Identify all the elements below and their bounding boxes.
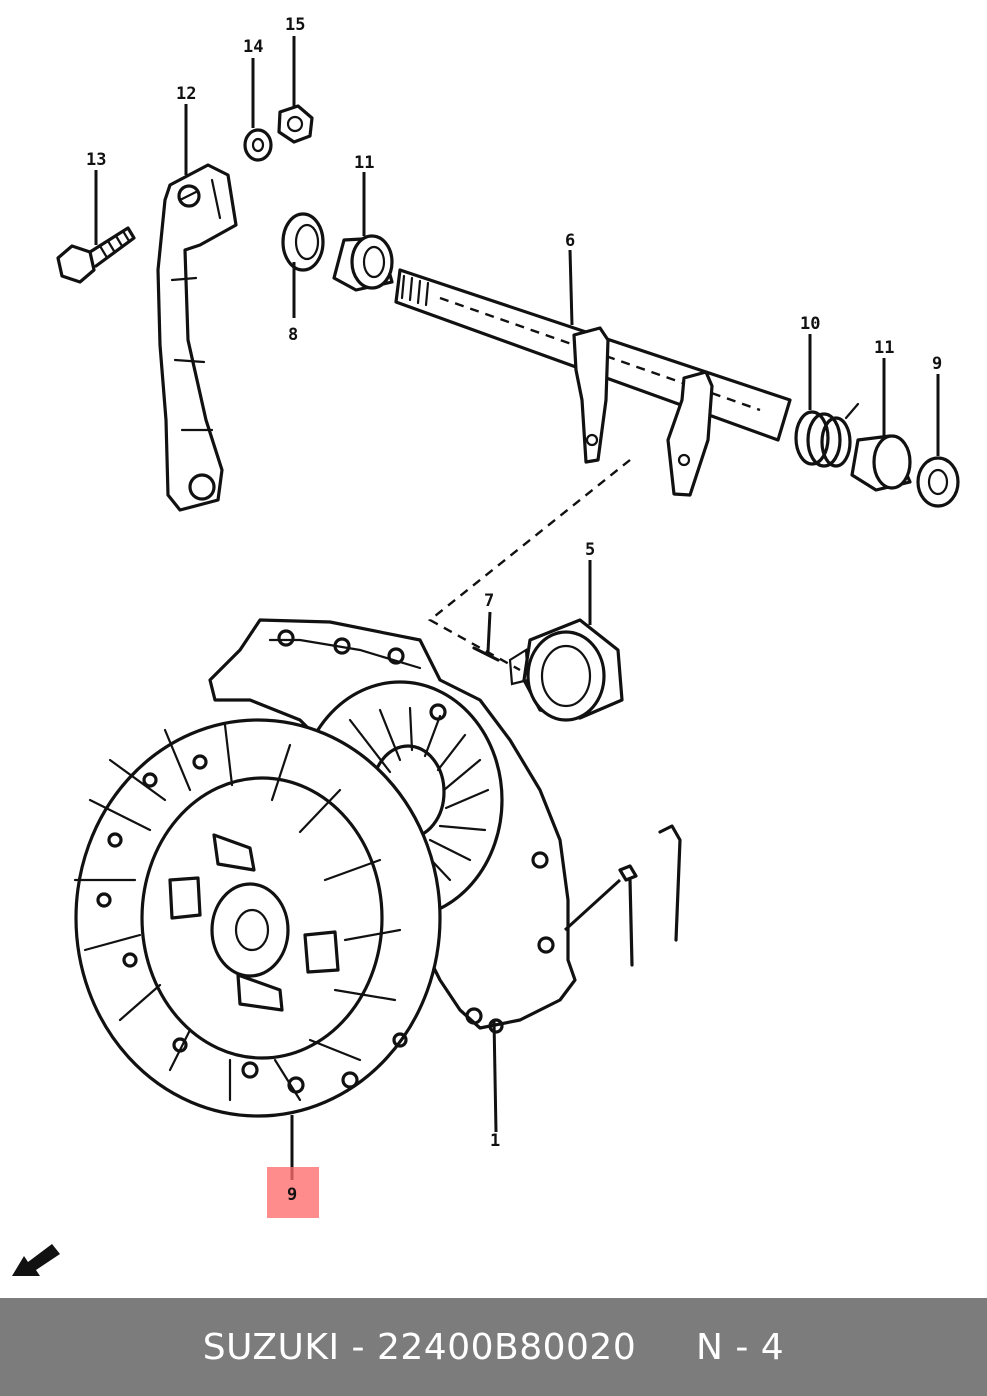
highlighted-callout: 9 — [287, 1185, 297, 1205]
callout-12: 12 — [176, 84, 196, 104]
caption-separator: - — [339, 1326, 377, 1368]
circlip — [916, 456, 960, 508]
washer — [243, 128, 273, 162]
callout-11-upper: 11 — [354, 153, 374, 173]
callout-1: 1 — [490, 1131, 500, 1151]
clip — [472, 646, 500, 662]
callout-13: 13 — [86, 150, 106, 170]
callout-14: 14 — [243, 37, 263, 57]
callout-10: 10 — [800, 314, 820, 334]
callout-9-upper: 9 — [932, 354, 942, 374]
highlighted-part-marker — [267, 1167, 319, 1218]
cover-bolt — [618, 824, 682, 967]
clutch-disc — [73, 718, 442, 1118]
callout-6: 6 — [565, 231, 575, 251]
nut — [277, 104, 314, 144]
callout-7: 7 — [484, 591, 494, 611]
part-caption-bar: SUZUKI - 22400B80020 N - 4 — [0, 1298, 987, 1396]
bushing-upper — [332, 234, 394, 292]
diagram-position: N - 4 — [695, 1326, 785, 1368]
front-arrow-icon — [12, 1244, 60, 1276]
callout-8: 8 — [288, 325, 298, 345]
callout-9-highlighted: 9 — [287, 1185, 297, 1205]
bushing-right — [850, 434, 912, 492]
clutch-exploded-diagram: 15 14 12 13 11 6 8 10 11 9 5 7 1 — [12, 15, 960, 1276]
callout-11-right: 11 — [874, 338, 894, 358]
return-spring — [794, 402, 860, 468]
release-lever — [156, 163, 238, 512]
callout-5: 5 — [585, 540, 595, 560]
brand-name: SUZUKI — [202, 1326, 340, 1368]
bolt — [56, 226, 136, 284]
oil-seal — [281, 212, 325, 272]
part-caption: SUZUKI - 22400B80020 N - 4 — [203, 1327, 784, 1368]
release-shaft — [394, 268, 792, 497]
part-number: 22400B80020 — [377, 1326, 637, 1368]
callout-labels: 15 14 12 13 11 6 8 10 11 9 5 7 1 — [86, 15, 942, 1151]
callout-15: 15 — [285, 15, 305, 35]
release-bearing — [508, 618, 624, 722]
